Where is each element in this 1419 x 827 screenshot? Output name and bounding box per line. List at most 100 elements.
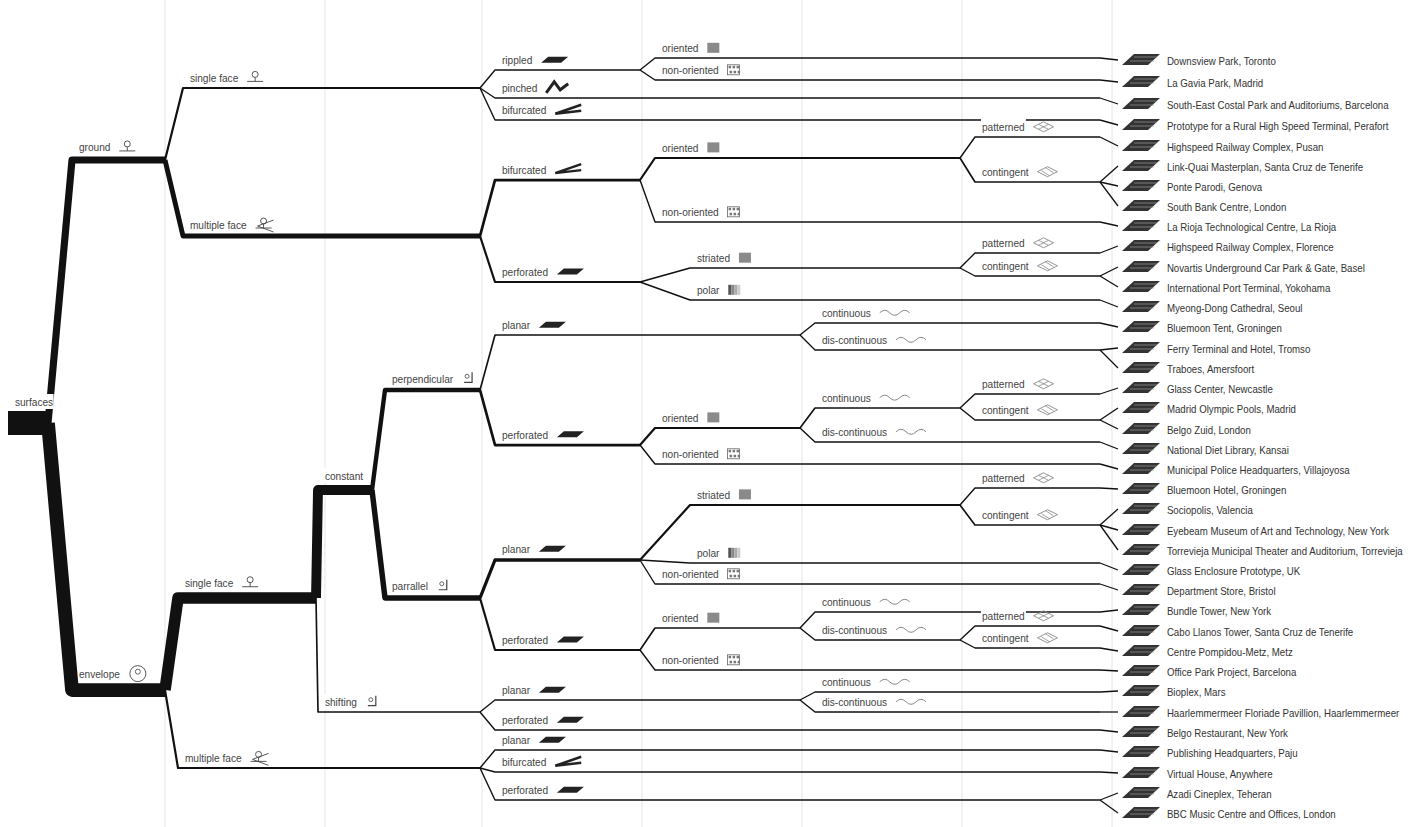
category-label: oriented <box>661 410 699 425</box>
thumbnail-detail <box>1130 547 1157 551</box>
branch-line <box>1100 610 1118 612</box>
grid-icon-lines <box>1041 168 1053 176</box>
thumbnail-detail <box>1130 284 1157 288</box>
project-thumbnail <box>1122 726 1160 737</box>
category-label: bifurcated <box>501 162 547 177</box>
project-name: Publishing Headquarters, Paju <box>1167 747 1298 759</box>
grid-icon <box>1034 611 1054 621</box>
branch-line <box>165 160 480 236</box>
category-name: dis-continuous <box>822 624 887 636</box>
oriented-icon <box>739 253 751 263</box>
thumbnail-detail <box>1130 668 1157 672</box>
surface-icon <box>557 787 584 793</box>
thumbnail-detail <box>1130 628 1157 632</box>
category-label: bifurcated <box>501 754 547 769</box>
pinched-icon <box>546 82 568 93</box>
project-label: Sociopolis, Valencia <box>1166 502 1254 517</box>
guide-lines <box>165 0 1112 827</box>
project-label: Bluemoon Hotel, Groningen <box>1166 482 1287 497</box>
project-thumbnail <box>1122 240 1160 251</box>
category-label: non-oriented <box>661 62 720 77</box>
branch-line <box>640 158 960 180</box>
polar-icon <box>728 285 731 295</box>
category-name: rippled <box>502 54 532 66</box>
branch-line <box>1100 267 1118 276</box>
wave-icon <box>880 310 910 315</box>
figure-icon <box>369 698 373 702</box>
project-label: Downsview Park, Toronto <box>1166 53 1277 68</box>
project-name: La Rioja Technological Centre, La Rioja <box>1167 221 1336 233</box>
non-oriented-dot <box>733 450 736 453</box>
polar-icon <box>734 548 737 558</box>
figure-icon <box>465 374 469 378</box>
bifurcated-icon <box>555 757 581 766</box>
project-name: La Gavia Park, Madrid <box>1167 77 1263 89</box>
pictograms <box>119 43 1160 818</box>
project-name: BBC Music Centre and Offices, London <box>1167 808 1336 820</box>
branch-line <box>480 700 800 712</box>
non-oriented-dot <box>738 661 741 664</box>
grid-icon-lines <box>1039 613 1049 618</box>
category-label: multiple face <box>189 217 248 232</box>
thumbnail-detail <box>1130 385 1157 389</box>
project-label: La Rioja Technological Centre, La Rioja <box>1166 219 1337 234</box>
branch-line <box>960 158 1100 182</box>
grid-icon <box>1037 261 1057 271</box>
branch-line <box>1100 670 1118 671</box>
category-name: continuous <box>822 596 871 608</box>
project-label: Bioplex, Mars <box>1166 684 1226 699</box>
grid-icon-lines <box>1041 634 1053 642</box>
branch-line <box>1100 525 1118 550</box>
non-oriented-icon <box>728 655 740 665</box>
project-label: Bluemoon Tent, Groningen <box>1166 320 1283 335</box>
project-label: Link-Quai Masterplan, Santa Cruz de Tene… <box>1166 159 1364 174</box>
category-label: polar <box>696 282 720 297</box>
branch-line <box>1100 800 1118 813</box>
surface-icon <box>557 636 584 642</box>
surface-icon <box>557 268 584 274</box>
category-name: oriented <box>662 142 699 154</box>
non-oriented-dot <box>730 213 733 216</box>
thumbnail-detail <box>1130 163 1157 167</box>
non-oriented-icon <box>728 65 740 75</box>
project-name: Myeong-Dong Cathedral, Seoul <box>1167 302 1303 314</box>
project-label: Eyebeam Museum of Art and Technology, Ne… <box>1166 523 1390 538</box>
category-name: polar <box>697 547 720 559</box>
category-label: contingent <box>981 164 1029 179</box>
non-oriented-icon <box>728 207 740 217</box>
project-name: Novartis Underground Car Park & Gate, Ba… <box>1167 262 1365 274</box>
branch-line <box>640 180 1100 222</box>
project-name: International Port Terminal, Yokohama <box>1167 282 1330 294</box>
wave-icon <box>896 699 926 704</box>
category-label: dis-continuous <box>821 332 888 347</box>
category-label: continuous <box>821 674 872 689</box>
branch-line <box>1100 166 1118 182</box>
category-label: patterned <box>981 470 1026 485</box>
grid-icon <box>1034 122 1054 132</box>
non-oriented-dot <box>737 656 740 659</box>
branch-line <box>1100 626 1118 631</box>
project-name: Azadi Cineplex, Teheran <box>1167 788 1272 800</box>
project-name: Cabo Llanos Tower, Santa Cruz de Tenerif… <box>1167 626 1353 638</box>
project-name: Downsview Park, Toronto <box>1167 55 1276 67</box>
grid-icon-lines <box>1039 475 1049 480</box>
branch-line <box>480 560 640 598</box>
category-name: contingent <box>982 260 1029 272</box>
category-label: ground <box>78 139 111 154</box>
thumbnail-detail <box>1130 223 1157 227</box>
project-name: Highspeed Railway Complex, Florence <box>1167 241 1334 253</box>
non-oriented-dot <box>729 66 732 69</box>
polar-icon <box>734 285 737 295</box>
branch-line <box>640 445 1100 464</box>
category-name: patterned <box>982 610 1025 622</box>
figure-icon <box>440 582 444 586</box>
project-thumbnail <box>1122 382 1160 393</box>
category-name: non-oriented <box>662 654 719 666</box>
oriented-icon <box>707 412 719 422</box>
category-label: perforated <box>501 427 549 442</box>
category-label: oriented <box>661 40 699 55</box>
project-thumbnail <box>1122 402 1160 413</box>
project-name: Glass Enclosure Prototype, UK <box>1167 565 1300 577</box>
project-thumbnail <box>1122 220 1160 231</box>
ground-icon <box>242 583 258 587</box>
